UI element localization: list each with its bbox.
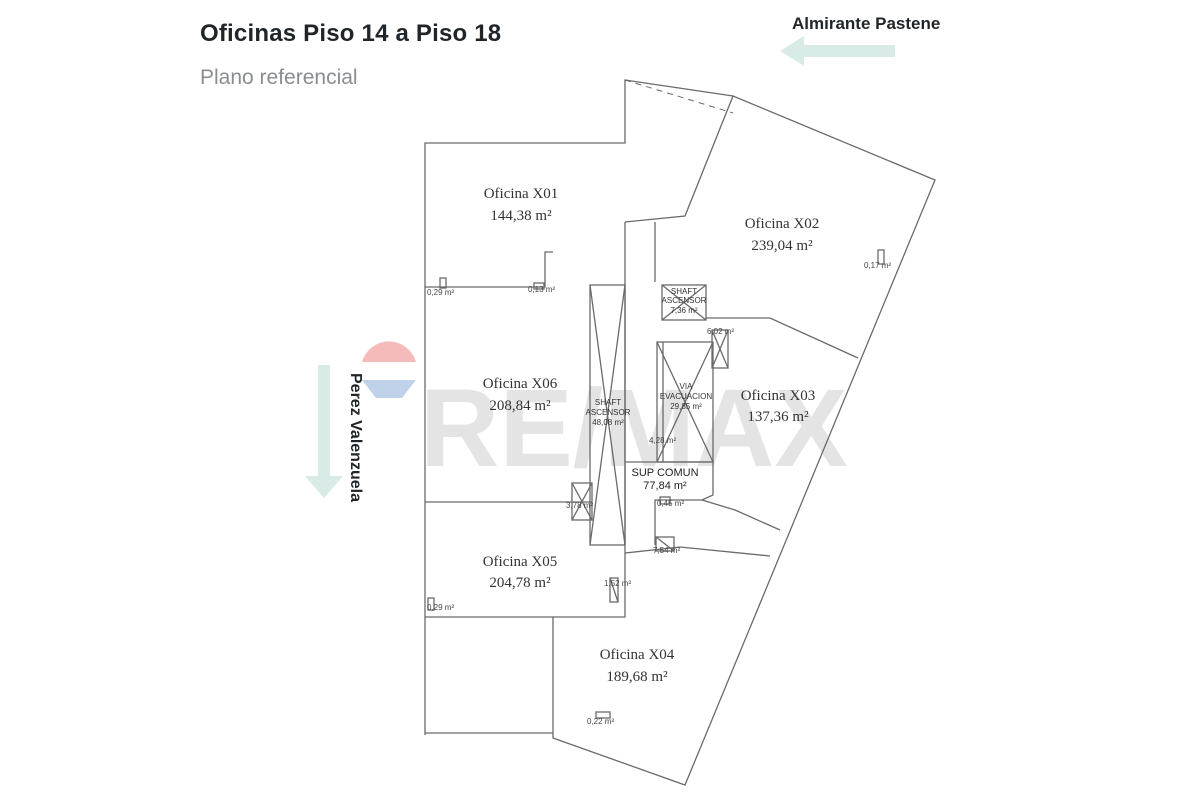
page-subtitle: Plano referencial xyxy=(200,66,358,89)
area-label: 0,17 m² xyxy=(864,261,891,270)
shaft-small-area: 7,36 m² xyxy=(670,306,697,315)
shaft-small-line2: ASCENSOR xyxy=(662,296,707,305)
office-x06-area: 208,84 m² xyxy=(489,398,551,414)
arrow-left-icon xyxy=(780,36,895,66)
arrow-down-icon xyxy=(305,365,343,498)
area-label: 0,29 m² xyxy=(427,288,454,297)
office-x01-name: Oficina X01 xyxy=(484,186,559,202)
area-label: 0,45 m² xyxy=(657,499,684,508)
shaft-main-line1: SHAFT xyxy=(595,398,621,407)
evacuation-line2: EVACUACION xyxy=(660,392,713,401)
watermark-text: RE/MAX xyxy=(420,367,848,490)
shaft-main-line2: ASCENSOR xyxy=(586,408,631,417)
street-label-top: Almirante Pastene xyxy=(792,14,941,33)
area-label: 4,28 m² xyxy=(649,436,676,445)
shaft-small-line1: SHAFT xyxy=(671,287,697,296)
office-x04-name: Oficina X04 xyxy=(600,647,675,663)
area-label: 3,78 m² xyxy=(566,501,593,510)
area-label: 7,54 m² xyxy=(653,546,680,555)
evacuation-area: 29,85 m² xyxy=(670,402,702,411)
area-label: 6,02 m² xyxy=(707,327,734,336)
office-x06-name: Oficina X06 xyxy=(483,376,558,392)
area-label: 1,52 m² xyxy=(604,579,631,588)
area-label: 0,29 m² xyxy=(427,603,454,612)
remax-watermark: RE/MAX xyxy=(362,341,848,490)
building-outline xyxy=(424,79,936,786)
evacuation-line1: VIA xyxy=(680,382,694,391)
page-title: Oficinas Piso 14 a Piso 18 xyxy=(200,20,502,47)
office-x05-area: 204,78 m² xyxy=(489,575,551,591)
office-x03-name: Oficina X03 xyxy=(741,388,816,404)
common-area-label: SUP COMUN xyxy=(631,467,698,479)
office-x02-area: 239,04 m² xyxy=(751,238,813,254)
shaft-main-area: 48,08 m² xyxy=(592,418,624,427)
common-area-value: 77,84 m² xyxy=(643,480,687,492)
office-x05-name: Oficina X05 xyxy=(483,554,558,570)
office-x01-area: 144,38 m² xyxy=(490,208,552,224)
area-label: 0,22 m² xyxy=(587,717,614,726)
street-label-left: Perez Valenzuela xyxy=(347,373,364,502)
office-x03-area: 137,36 m² xyxy=(747,409,809,425)
office-x02-name: Oficina X02 xyxy=(745,216,820,232)
area-label: 0,13 m² xyxy=(528,285,555,294)
office-x04-area: 189,68 m² xyxy=(606,669,668,685)
